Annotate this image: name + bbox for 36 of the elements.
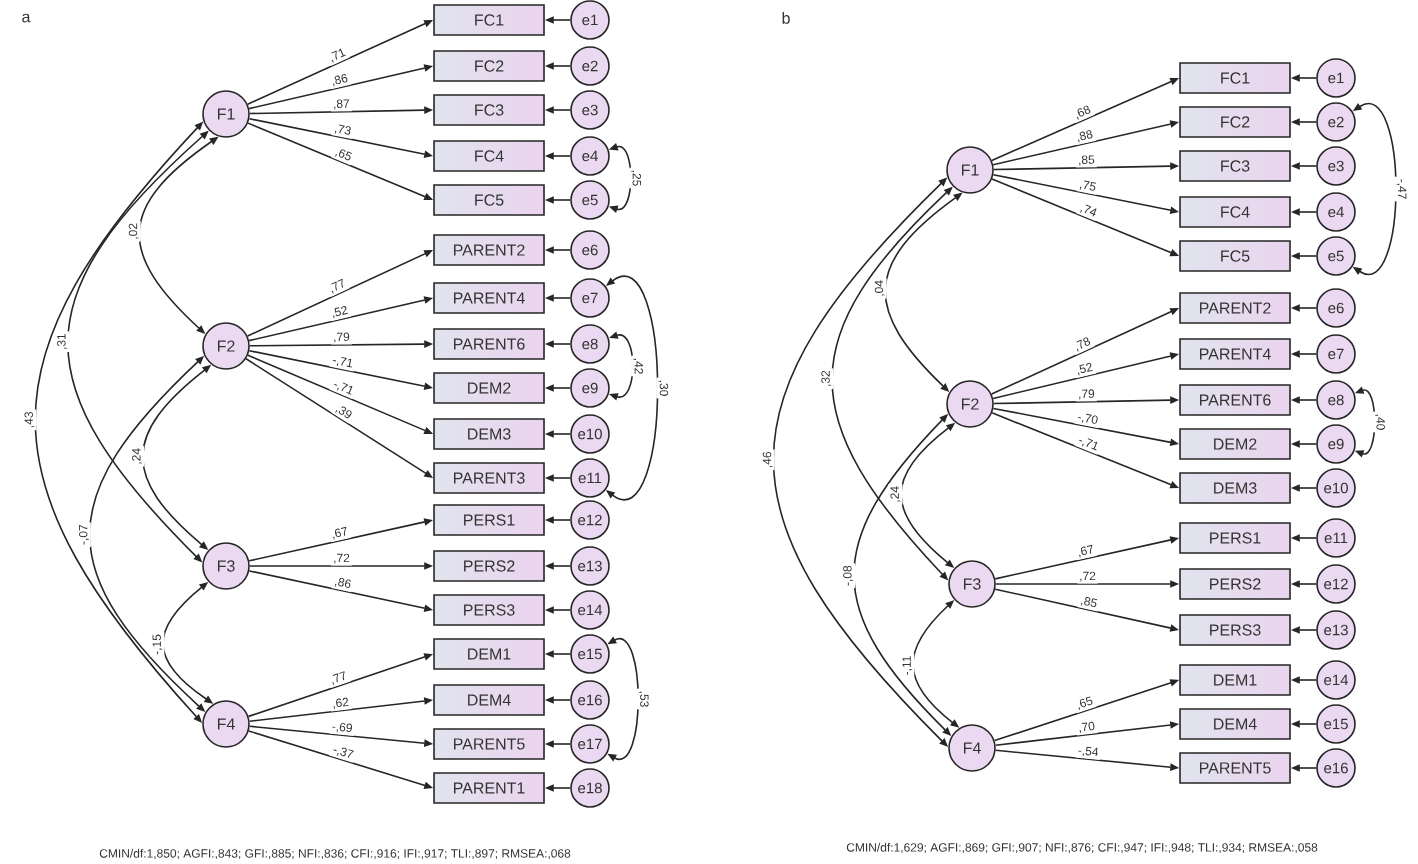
indicator-box: FC4 (433, 140, 545, 172)
indicator-box: FC5 (1179, 240, 1291, 272)
indicator-box: DEM2 (433, 372, 545, 404)
indicator-box: PARENT5 (433, 728, 545, 760)
indicator-box: FC2 (1179, 106, 1291, 138)
panel-label: b (782, 12, 790, 24)
indicator-box: PARENT2 (433, 234, 545, 266)
indicator-box: FC2 (433, 50, 545, 82)
indicator-box: PERS1 (433, 504, 545, 536)
panel-label: a (22, 13, 31, 23)
indicator-box: PERS2 (1179, 568, 1291, 600)
indicator-box: FC1 (1179, 62, 1291, 94)
indicator-box: PARENT6 (433, 328, 545, 360)
indicator-box: DEM4 (1179, 708, 1291, 740)
indicator-box: FC1 (433, 4, 545, 36)
indicator-box: PARENT1 (433, 772, 545, 804)
indicator-box: DEM2 (1179, 428, 1291, 460)
indicator-box: PARENT4 (433, 282, 545, 314)
indicator-box: DEM1 (1179, 664, 1291, 696)
indicator-box: PARENT2 (1179, 292, 1291, 324)
indicator-box: FC4 (1179, 196, 1291, 228)
indicator-box: PARENT5 (1179, 752, 1291, 784)
indicator-box: DEM3 (433, 418, 545, 450)
indicator-box: PERS3 (433, 594, 545, 626)
indicator-box: FC5 (433, 184, 545, 216)
indicator-box: DEM1 (433, 638, 545, 670)
indicator-box: PARENT3 (433, 462, 545, 494)
indicator-box: FC3 (1179, 150, 1291, 182)
indicator-box: FC3 (433, 94, 545, 126)
indicator-box: PERS1 (1179, 522, 1291, 554)
indicator-box: DEM4 (433, 684, 545, 716)
indicator-box: PERS3 (1179, 614, 1291, 646)
indicator-box: PERS2 (433, 550, 545, 582)
indicator-box: PARENT6 (1179, 384, 1291, 416)
indicator-box: PARENT4 (1179, 338, 1291, 370)
indicator-box: DEM3 (1179, 472, 1291, 504)
